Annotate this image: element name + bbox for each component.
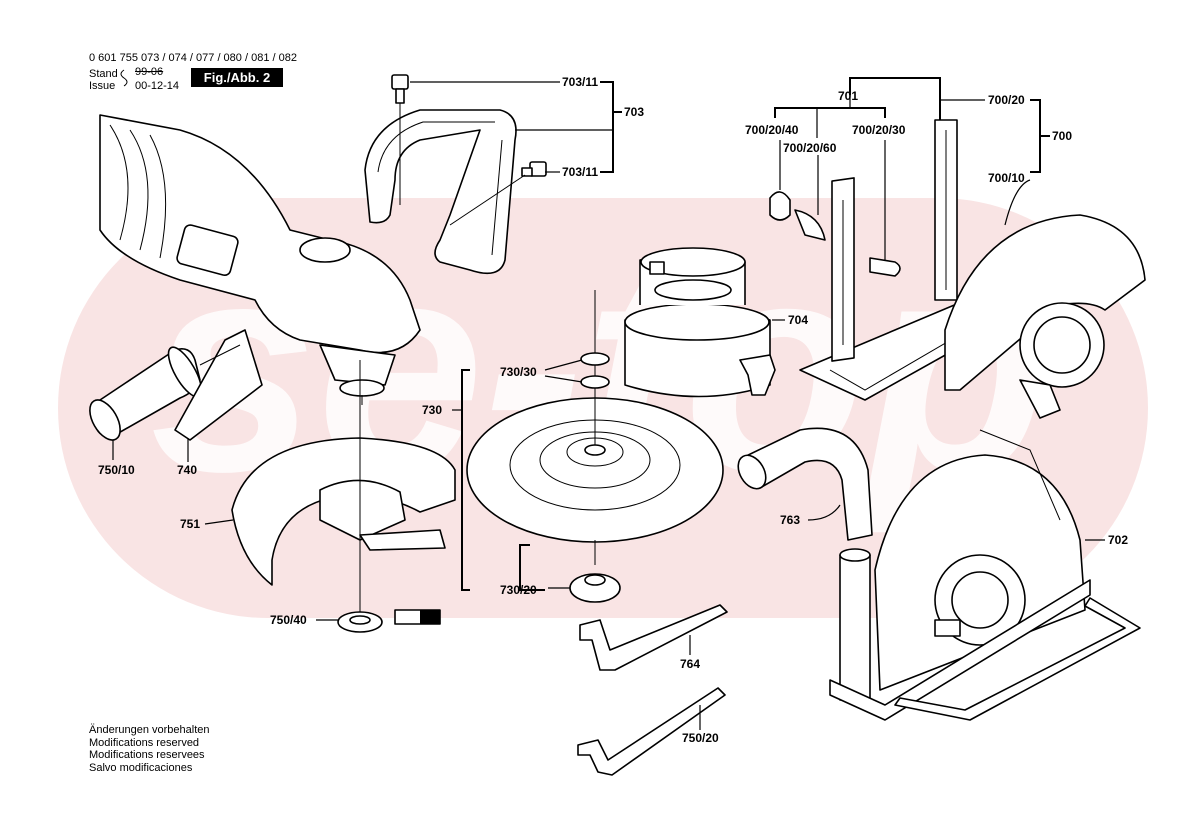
label-750-10: 750/10 [98, 463, 135, 477]
extraction-hood-704 [624, 247, 776, 398]
label-751: 751 [180, 517, 200, 531]
wrench-764 [579, 604, 728, 671]
label-740: 740 [177, 463, 197, 477]
label-750-20: 750/20 [682, 731, 719, 745]
cutting-guard-702 [829, 429, 1141, 721]
label-700-20-40: 700/20/40 [745, 123, 799, 137]
note-line: Modifications reserved [89, 736, 200, 749]
issue-label: Issue [89, 80, 116, 92]
label-702: 702 [1108, 533, 1128, 547]
wrench-750-20 [577, 687, 726, 776]
stand-value: 99-06 [135, 66, 164, 78]
sanding-disc-730 [466, 290, 724, 603]
bow-handle-703 [364, 74, 547, 275]
angle-grinder [99, 114, 421, 405]
label-764: 764 [680, 657, 700, 671]
label-703: 703 [624, 105, 644, 119]
label-700-20: 700/20 [988, 93, 1025, 107]
label-703-11-bottom: 703/11 [562, 165, 598, 179]
label-730-20: 730/20 [500, 583, 537, 597]
hose-elbow-763 [737, 427, 873, 541]
modification-notes: Änderungen vorbehalten Modifications res… [89, 724, 209, 774]
label-750-40: 750/40 [270, 613, 307, 627]
auxiliary-handle-740 [89, 329, 263, 441]
label-700-20-60: 700/20/60 [783, 141, 837, 155]
note-line: Modifications reservees [89, 749, 205, 761]
label-701: 701 [838, 89, 858, 103]
issue-value: 00-12-14 [135, 80, 180, 92]
label-700-20-30: 700/20/30 [852, 123, 906, 137]
flange-nut-750-40 [337, 609, 441, 633]
label-730: 730 [422, 403, 442, 417]
note-line: Salvo modificaciones [89, 761, 193, 774]
label-763: 763 [780, 513, 800, 527]
model-numbers: 0 601 755 073 / 074 / 077 / 080 / 081 / … [89, 52, 297, 64]
label-700: 700 [1052, 129, 1072, 143]
label-703-11-top: 703/11 [562, 75, 598, 89]
guard-751 [231, 360, 456, 620]
stand-label: Stand [89, 68, 118, 80]
large-guard-700-10 [944, 214, 1146, 419]
figure-label: Fig./Abb. 2 [191, 68, 283, 87]
label-730-30: 730/30 [500, 365, 537, 379]
header-brace [120, 69, 128, 87]
label-700-10: 700/10 [988, 171, 1025, 185]
note-line: Änderungen vorbehalten [89, 724, 210, 736]
label-704: 704 [788, 313, 808, 327]
